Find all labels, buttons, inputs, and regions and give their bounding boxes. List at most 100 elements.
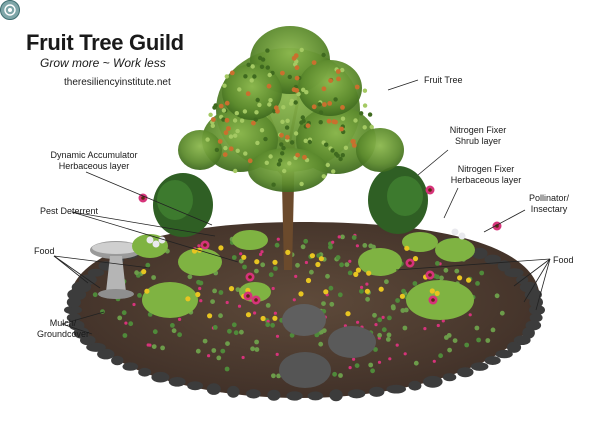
groundcover-flower xyxy=(241,355,245,360)
leader-lines xyxy=(53,79,551,335)
groundcover-leaf xyxy=(447,347,452,353)
leader-shrub xyxy=(417,149,449,176)
groundcover-leaf xyxy=(117,315,123,321)
groundcover-leaf xyxy=(218,290,224,295)
groundcover-leaf xyxy=(231,255,237,260)
yellow-flower xyxy=(305,277,312,284)
groundcover-leaf xyxy=(403,307,409,313)
groundcover-leaf xyxy=(365,296,370,302)
groundcover-flower xyxy=(225,300,229,305)
canopy-leaf xyxy=(325,162,330,168)
border-stone xyxy=(168,377,186,387)
groundcover-leaf xyxy=(242,264,247,270)
herbaceous-plants xyxy=(132,185,502,322)
leader-fruit-tree xyxy=(387,79,419,91)
groundcover-flower xyxy=(395,343,399,347)
canopy-leaf xyxy=(369,124,374,130)
coneflower-center xyxy=(141,196,145,200)
groundcover-leaf xyxy=(170,323,175,328)
yellow-flower xyxy=(315,261,321,268)
leader-mulch-1 xyxy=(61,311,105,325)
groundcover-leaf xyxy=(254,339,259,345)
fruit-tree xyxy=(178,26,404,270)
tree-canopy xyxy=(178,26,404,192)
leader-pest-1 xyxy=(71,211,216,237)
fruit xyxy=(275,108,280,114)
canopy-leaf xyxy=(282,168,287,174)
yellow-flower xyxy=(404,245,410,251)
canopy-leaf xyxy=(340,116,346,121)
border-stone xyxy=(442,373,457,382)
yellow-flower xyxy=(429,288,435,294)
canopy-leaf xyxy=(237,87,242,92)
groundcover-flower xyxy=(266,319,270,323)
canopy-leaf xyxy=(267,102,272,107)
yellow-flower xyxy=(457,275,463,281)
canopy-leaf xyxy=(221,108,227,113)
groundcover-leaf xyxy=(235,287,241,292)
groundcover-leaf xyxy=(474,325,480,331)
groundcover-flower xyxy=(124,321,128,325)
leader-food-l2 xyxy=(53,255,101,289)
groundcover-flower xyxy=(259,252,263,256)
groundcover-leaf xyxy=(464,342,470,348)
leader-food-r4 xyxy=(395,258,551,271)
yellow-flower xyxy=(318,256,324,262)
groundcover-leaf xyxy=(121,310,127,316)
groundcover-leaf xyxy=(354,363,360,368)
canopy-leaf xyxy=(233,168,238,174)
canopy-leaf xyxy=(253,117,258,122)
yellow-flower xyxy=(141,269,147,275)
canopy-leaf xyxy=(255,97,260,103)
canopy-leaf xyxy=(284,125,290,130)
groundcover-leaf xyxy=(274,242,280,248)
groundcover-leaf xyxy=(92,292,98,298)
groundcover-leaf xyxy=(402,325,408,331)
canopy-leaf xyxy=(317,102,322,107)
canopy-leaf xyxy=(362,103,368,108)
groundcover-leaf xyxy=(195,348,201,354)
groundcover-leaf xyxy=(344,262,350,267)
border-stone xyxy=(484,254,502,265)
groundcover-leaf xyxy=(231,322,237,328)
canopy-leaf xyxy=(304,90,309,95)
canopy-leaf xyxy=(299,120,304,125)
groundcover-leaf xyxy=(332,371,337,377)
groundcover-leaf xyxy=(202,338,208,344)
label-line: Groundcover xyxy=(36,329,90,339)
border-stone xyxy=(529,313,543,323)
canopy-leaf xyxy=(293,131,299,136)
groundcover-leaf xyxy=(328,285,334,291)
canopy-leaf xyxy=(243,151,248,156)
website-link[interactable]: theresiliencyinstitute.net xyxy=(64,77,171,88)
groundcover-flower xyxy=(365,282,369,286)
groundcover-leaf xyxy=(152,329,158,335)
groundcover-flower xyxy=(348,259,352,263)
leader-pollinator xyxy=(483,209,526,233)
label-line: Nitrogen Fixer xyxy=(457,164,515,174)
canopy-foliage xyxy=(356,128,404,172)
groundcover-leaf xyxy=(499,310,505,316)
canopy-leaf xyxy=(259,128,265,133)
canopy-leaf xyxy=(263,136,268,142)
groundcover-leaf xyxy=(309,269,314,275)
fruit xyxy=(354,84,360,90)
coneflower-center xyxy=(428,273,432,277)
groundcover-flower xyxy=(432,359,436,363)
groundcover-flower xyxy=(348,366,352,370)
white-flower xyxy=(152,240,160,248)
groundcover-leaf xyxy=(339,262,344,268)
yellow-flower xyxy=(272,315,278,321)
coneflower-center xyxy=(408,261,412,265)
white-flower xyxy=(458,232,466,240)
groundcover-flower xyxy=(355,244,359,248)
canopy-leaf xyxy=(257,55,263,61)
groundcover-flower xyxy=(275,352,279,356)
groundcover-flower xyxy=(146,343,150,347)
leader-food-r3 xyxy=(513,258,551,287)
groundcover-leaf xyxy=(338,373,343,378)
canopy-leaf xyxy=(307,139,312,145)
groundcover-leaf xyxy=(239,329,244,335)
canopy-leaf xyxy=(249,78,254,83)
yellow-flower xyxy=(228,286,235,292)
